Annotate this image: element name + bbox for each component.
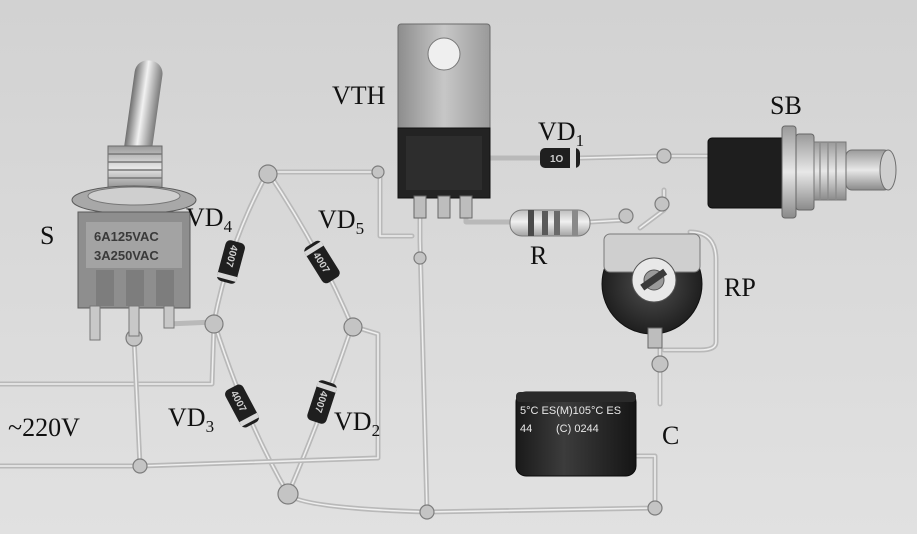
- label-vd1: VD1: [538, 117, 584, 150]
- diode-body: [217, 240, 245, 284]
- thyristor-lead: [437, 195, 451, 219]
- potentiometer-rp: [601, 233, 703, 349]
- capacitor-print-mid: (C) 0244: [556, 423, 599, 435]
- button-flange: [781, 125, 797, 219]
- toggle-switch-s: 6A125VAC 3A250VAC: [71, 60, 197, 341]
- label-vd2: VD2: [334, 407, 380, 440]
- diode-cathode-band: [316, 381, 338, 393]
- label-vd4: VD4: [186, 203, 233, 236]
- diode-vd2: 4007: [307, 380, 338, 424]
- thyristor-lead: [413, 195, 427, 219]
- capacitor-print-left: 44: [520, 423, 532, 435]
- switch-rating-1: 6A125VAC: [94, 229, 159, 244]
- label-r: R: [530, 241, 548, 270]
- diode-vd3: 4007: [225, 384, 260, 428]
- label-c: C: [662, 421, 679, 450]
- resistor-band: [542, 211, 548, 235]
- solder-joint: [277, 483, 299, 505]
- label-vd5: VD5: [318, 205, 364, 238]
- solder-joint: [343, 317, 363, 337]
- diode-body: [307, 380, 337, 424]
- solder-joint: [647, 500, 663, 516]
- solder-joint: [204, 314, 224, 334]
- solder-joint: [618, 208, 634, 224]
- diode-cathode-band: [303, 241, 324, 257]
- solder-joint: [258, 164, 278, 184]
- capacitor-c: 5°C ES(M)105°C ES 44 (C) 0244: [515, 391, 637, 477]
- diode-vd5: 4007: [303, 240, 340, 284]
- switch-terminal: [128, 305, 140, 337]
- label-sb: SB: [770, 91, 802, 120]
- push-button-sb: [707, 125, 897, 219]
- diode-marking: 1O: [550, 154, 564, 165]
- label-vd3: VD3: [168, 403, 214, 436]
- diode-vd4: 4007: [216, 240, 245, 284]
- label-s: S: [40, 221, 54, 250]
- thyristor-vth: [397, 23, 491, 219]
- diode-cathode-band: [239, 412, 260, 427]
- solder-joint: [651, 355, 669, 373]
- resistor-band: [572, 210, 578, 236]
- pot-lead: [647, 327, 663, 349]
- diode-cathode-band: [570, 148, 576, 168]
- switch-rating-2: 3A250VAC: [94, 248, 159, 263]
- solder-joint: [419, 504, 435, 520]
- switch-thread: [107, 145, 163, 191]
- solder-joint: [371, 165, 385, 179]
- capacitor-print-top: 5°C ES(M)105°C ES: [520, 405, 621, 417]
- thyristor-lead: [459, 195, 473, 219]
- label-vth: VTH: [332, 81, 386, 110]
- resistor-band: [528, 210, 534, 236]
- label-ac-220v: ~220V: [8, 413, 80, 442]
- solder-joint: [654, 196, 670, 212]
- component-labels: VTH VD1 SB S VD4 VD5 R RP ~220V VD3 VD2 …: [8, 81, 802, 450]
- resistor-r: [509, 209, 591, 237]
- diode-vd1: 1O: [540, 148, 580, 168]
- resistor-band: [554, 211, 560, 235]
- switch-terminal: [163, 305, 175, 329]
- switch-terminal: [89, 305, 101, 341]
- wiring: [0, 153, 719, 515]
- diode-cathode-band: [216, 271, 238, 282]
- solder-joint: [413, 251, 427, 265]
- button-thread: [813, 141, 847, 201]
- solder-joint: [656, 148, 672, 164]
- mounting-hole: [427, 37, 461, 71]
- solder-joint: [132, 458, 148, 474]
- label-rp: RP: [724, 273, 756, 302]
- button-housing: [707, 137, 787, 209]
